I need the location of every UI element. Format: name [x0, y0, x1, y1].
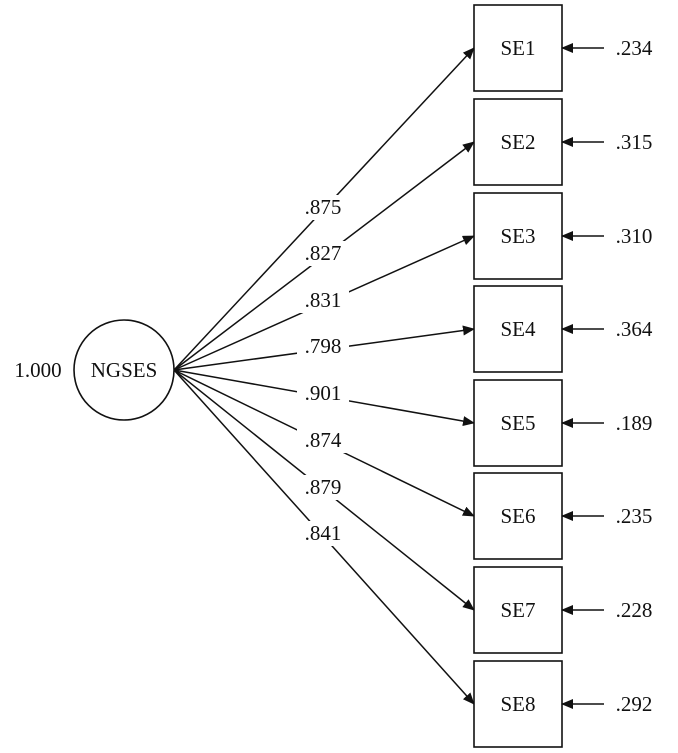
- indicator-name-se6: SE6: [500, 504, 535, 528]
- loading-label-bg: [297, 241, 349, 266]
- indicator-box-se8: [473, 660, 563, 748]
- indicator-box-se7: [473, 566, 563, 654]
- indicator-name-se3: SE3: [500, 224, 535, 248]
- indicator-name-se4: SE4: [500, 317, 536, 341]
- loading-label-bg: [297, 195, 349, 220]
- error-value-se1: .234: [616, 36, 653, 60]
- indicator-name-se7: SE7: [500, 598, 535, 622]
- error-value-se6: .235: [616, 504, 653, 528]
- loading-label-se5: .901: [305, 381, 342, 405]
- loading-label-se7: .879: [305, 475, 342, 499]
- latent-variance: 1.000: [14, 358, 61, 382]
- indicator-box-se1: [473, 4, 563, 92]
- loading-label-se1: .875: [305, 195, 342, 219]
- error-value-se3: .310: [616, 224, 653, 248]
- error-terms: .234 .315 .310 .364 .189 .235 .228 .292: [561, 36, 653, 716]
- indicator-name-se5: SE5: [500, 411, 535, 435]
- indicator-name-se8: SE8: [500, 692, 535, 716]
- loading-label-bg: [297, 428, 349, 453]
- loading-label-se6: .874: [305, 428, 342, 452]
- error-value-se2: .315: [616, 130, 653, 154]
- error-value-se4: .364: [616, 317, 653, 341]
- indicator-box-se6: [473, 472, 563, 560]
- loading-label-bg: [297, 334, 349, 359]
- error-value-se5: .189: [616, 411, 653, 435]
- latent-name: NGSES: [91, 358, 158, 382]
- indicator-box-se4: [473, 285, 563, 373]
- loading-paths: .875 .827 .831 .798 .901 .874 .879 .841: [173, 47, 475, 705]
- indicator-name-se2: SE2: [500, 130, 535, 154]
- latent-circle: [73, 319, 175, 421]
- loading-label-bg: [297, 521, 349, 546]
- loading-label-bg: [297, 475, 349, 500]
- indicator-box-se3: [473, 192, 563, 280]
- latent-factor: NGSES 1.000: [14, 319, 175, 421]
- loading-label-bg: [297, 381, 349, 406]
- error-value-se8: .292: [616, 692, 653, 716]
- loading-label-se3: .831: [305, 288, 342, 312]
- indicator-box-se2: [473, 98, 563, 186]
- loading-label-se4: .798: [305, 334, 342, 358]
- loading-label-se2: .827: [305, 241, 342, 265]
- error-value-se7: .228: [616, 598, 653, 622]
- indicator-name-se1: SE1: [500, 36, 535, 60]
- loading-label-bg: [297, 288, 349, 313]
- loading-label-se8: .841: [305, 521, 342, 545]
- indicator-box-se5: [473, 379, 563, 467]
